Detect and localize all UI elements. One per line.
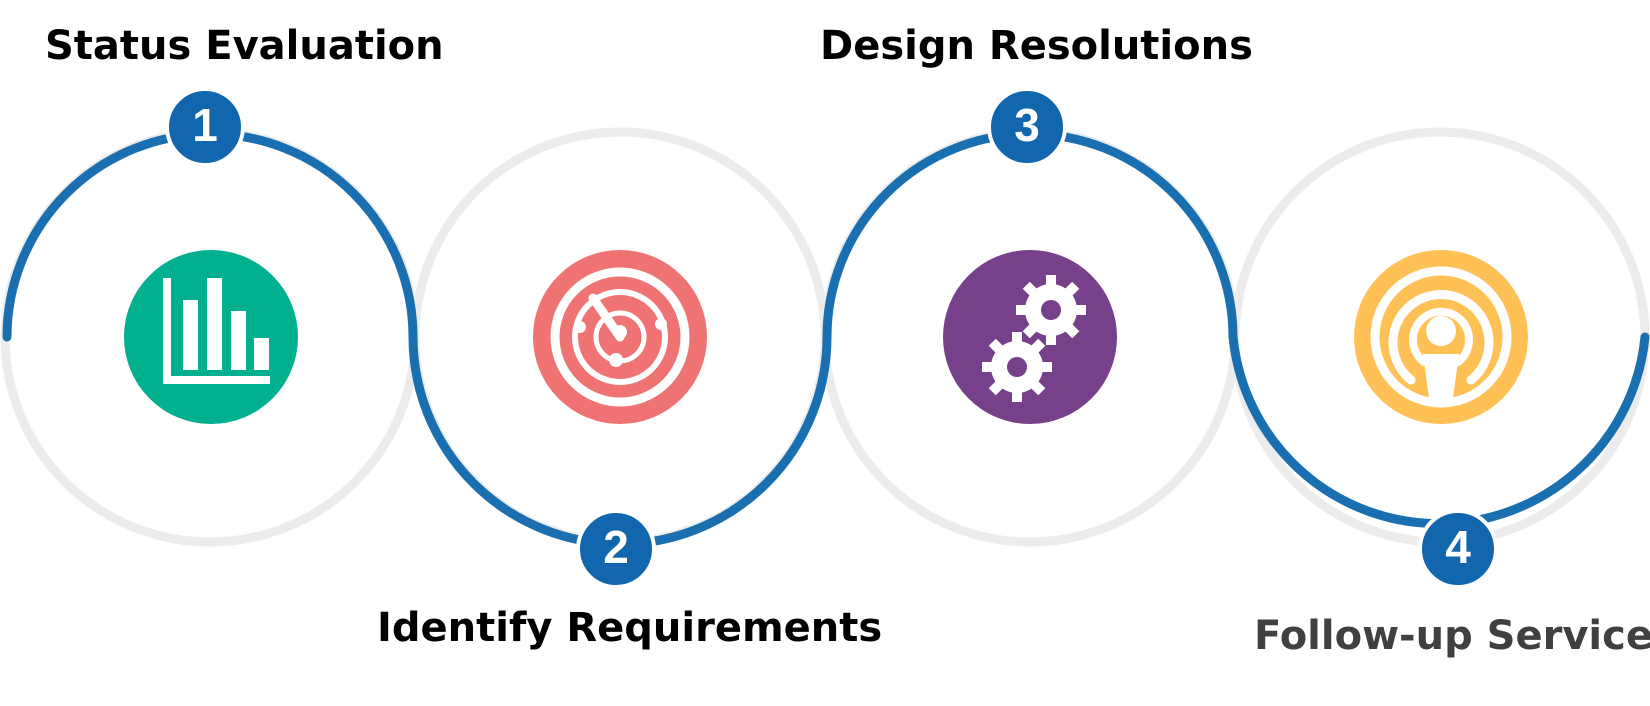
radar-icon	[533, 250, 707, 424]
step-number-2: 2	[603, 521, 629, 573]
step-number-3: 3	[1014, 99, 1040, 151]
bar-chart-icon	[124, 250, 298, 424]
step-title-status-evaluation: Status Evaluation	[45, 23, 444, 69]
step-title-design-resolutions: Design Resolutions	[820, 23, 1253, 69]
connector-path	[2, 129, 1650, 549]
step-title-identify-requirements: Identify Requirements	[377, 605, 883, 651]
gears-icon	[943, 250, 1117, 424]
step-number-1: 1	[192, 99, 218, 151]
step-number-4: 4	[1445, 521, 1471, 573]
step-badge-3: 3	[987, 87, 1067, 167]
step-badge-2: 2	[576, 509, 656, 589]
step-badge-1: 1	[165, 87, 245, 167]
step-title-follow-up-service: Follow-up Service	[1254, 613, 1650, 659]
podcast-icon	[1354, 250, 1528, 424]
step-badge-4: 4	[1418, 509, 1498, 589]
